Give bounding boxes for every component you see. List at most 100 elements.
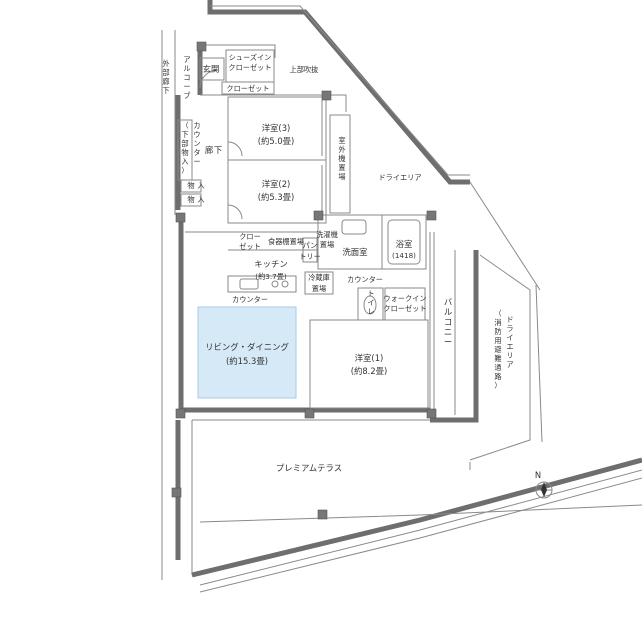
- label-hallway-0: 廊: [205, 145, 213, 155]
- label-alcove: ア ル コ ー ブ: [183, 55, 190, 100]
- label-shoes-closet-0: シューズイン: [229, 53, 272, 62]
- text-alcove-1: ル: [183, 64, 190, 73]
- label-storage-0: 物: [187, 181, 194, 190]
- text-outer-corridor-1: 部: [162, 68, 169, 77]
- text-counter-left-1: ウ: [193, 130, 200, 139]
- text-outdoor-0: 室: [338, 136, 345, 145]
- label-pantry-1: トリー: [299, 252, 321, 261]
- text-balcony-1: ル: [444, 307, 452, 317]
- label-evacuation-route: （ 消 防 用 避 難 通 路 ）: [494, 309, 501, 390]
- label-entrance: 玄関: [203, 64, 220, 74]
- fixtures: [199, 69, 421, 315]
- label-hallway-1: 下: [214, 145, 222, 155]
- label-north: N: [535, 470, 541, 480]
- label-western-room-1-name: 洋室(1): [355, 353, 384, 363]
- structural-columns: [171, 41, 437, 520]
- label-living-dining-name: リビング・ダイニング: [205, 342, 289, 352]
- text-counter-sub-0: （: [181, 121, 188, 130]
- text-counter-left-2: ン: [193, 139, 200, 148]
- label-fridge-1: 置場: [312, 284, 326, 293]
- text-outer-corridor-2: 廊: [162, 77, 169, 86]
- text-counter-left-3: タ: [193, 148, 200, 157]
- text-evac-7: 路: [494, 372, 501, 381]
- label-living-dining-size: (約15.3畳): [226, 356, 268, 366]
- label-shoes-closet-1: クローゼット: [228, 63, 271, 72]
- text-balcony-4: ー: [444, 337, 452, 347]
- north-arrow-icon: [541, 482, 547, 497]
- text-alcove-0: ア: [183, 55, 190, 64]
- text-outdoor-1: 外: [338, 145, 345, 154]
- label-balcony: バ ル コ ニ ー: [444, 297, 453, 347]
- text-balcony-0: バ: [444, 297, 453, 307]
- text-counter-left-0: カ: [193, 121, 200, 130]
- label-washer-1: 置場: [320, 240, 334, 249]
- text-evac-8: ）: [494, 381, 501, 390]
- label-closet-top: クローゼット: [226, 84, 269, 93]
- label-outdoor-unit: 室 外 機 置 場: [338, 136, 345, 181]
- label-outer-corridor: 外 部 廊 下: [162, 59, 169, 95]
- label-counter-left-sub: （ 下 部 物 入 ）: [181, 121, 188, 175]
- label-closet-small-0: クロー: [239, 232, 261, 241]
- text-alcove-4: ブ: [183, 91, 190, 100]
- text-balcony-3: ニ: [444, 327, 452, 337]
- text-counter-sub-4: 入: [181, 157, 188, 166]
- text-evac-6: 通: [494, 363, 501, 372]
- text-evac-0: （: [494, 309, 501, 318]
- text-alcove-2: コ: [183, 73, 190, 82]
- text-outer-corridor-3: 下: [162, 86, 169, 95]
- label-bathroom-size: (1418): [392, 251, 416, 260]
- label-storage2-0: 物: [187, 195, 194, 204]
- label-washroom: 洗面室: [342, 247, 367, 257]
- text-counter-sub-2: 部: [181, 139, 188, 148]
- living-dining-highlight: [197, 306, 297, 399]
- text-outdoor-3: 置: [338, 163, 345, 172]
- text-toilet-1: イ: [367, 298, 374, 307]
- label-fridge-0: 冷蔵庫: [308, 273, 330, 282]
- text-evac-4: 避: [494, 345, 501, 354]
- label-storage-1: 入: [197, 181, 204, 190]
- text-evac-1: 消: [494, 318, 501, 327]
- text-balcony-2: コ: [444, 317, 452, 327]
- text-outer-corridor-0: 外: [162, 59, 169, 68]
- label-dry-area-top: ドライエリア: [378, 173, 421, 182]
- text-dry-right-3: エ: [506, 342, 513, 351]
- text-evac-2: 防: [494, 327, 501, 336]
- label-dish-dryer: 食器棚置場: [268, 237, 304, 246]
- text-toilet-2: レ: [367, 307, 374, 316]
- label-walk-in-closet-0: ウォークイン: [383, 294, 426, 303]
- text-outdoor-2: 機: [338, 154, 345, 163]
- label-toilet: ト イ レ: [367, 289, 374, 316]
- label-counter-kitchen: カウンター: [232, 295, 268, 304]
- label-western-room-1-size: (約8.2畳): [351, 366, 388, 376]
- label-washer-0: 洗濯機: [316, 230, 338, 239]
- label-walk-in-closet-1: クローゼット: [383, 304, 426, 313]
- label-counter-mid: カウンター: [347, 275, 383, 284]
- label-western-room-3-name: 洋室(3): [262, 123, 291, 133]
- text-outdoor-4: 場: [338, 172, 345, 181]
- text-dry-right-5: ア: [506, 360, 513, 369]
- label-western-room-2-name: 洋室(2): [262, 179, 291, 189]
- text-dry-right-0: ド: [506, 315, 513, 324]
- label-premium-terrace: プレミアムテラス: [276, 463, 342, 473]
- label-bathroom-name: 浴室: [396, 239, 413, 249]
- north-compass: N: [535, 470, 553, 499]
- room-labels: 外 部 廊 下 ア ル コ ー ブ 玄関 シューズイン クローゼット 上部吹抜 …: [162, 53, 513, 473]
- label-closet-small-1: ゼット: [239, 242, 261, 251]
- text-dry-right-1: ラ: [506, 324, 513, 333]
- label-counter-left: カ ウ ン タ ー: [193, 121, 200, 166]
- text-dry-right-2: イ: [506, 333, 513, 342]
- label-western-room-2-size: (約5.3畳): [258, 192, 295, 202]
- label-kitchen-size: (約3.7畳): [255, 272, 287, 281]
- interior-walls: [177, 49, 435, 410]
- text-dry-right-4: リ: [506, 351, 513, 360]
- text-evac-5: 難: [494, 354, 501, 363]
- label-storage2-1: 入: [197, 195, 204, 204]
- text-toilet-0: ト: [367, 289, 374, 298]
- label-upper-void: 上部吹抜: [290, 65, 319, 74]
- text-counter-sub-5: ）: [181, 166, 188, 175]
- label-dry-area-right: ド ラ イ エ リ ア: [506, 315, 513, 369]
- text-alcove-3: ー: [183, 82, 190, 91]
- label-pantry-0: パン: [303, 241, 318, 250]
- text-counter-sub-3: 物: [181, 148, 188, 157]
